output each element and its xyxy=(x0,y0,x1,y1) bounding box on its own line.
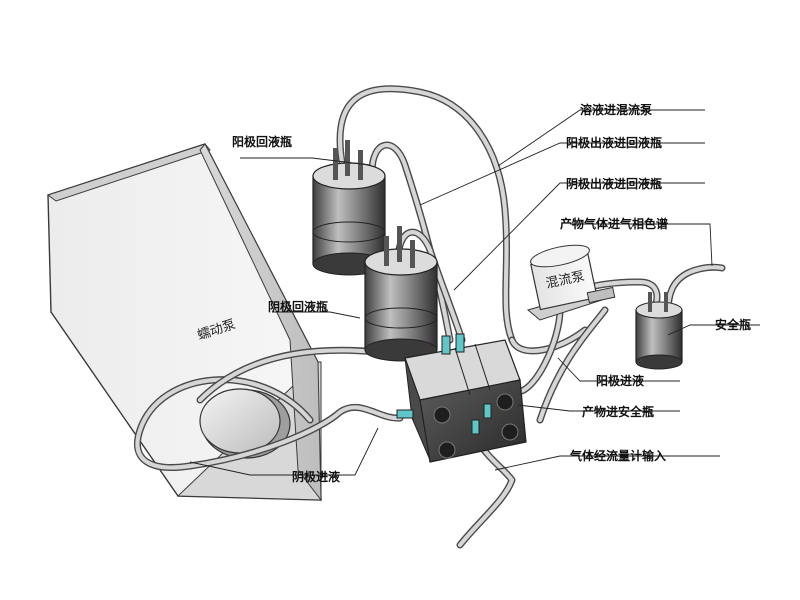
cell-bolt xyxy=(501,423,519,441)
label-anode-inlet: 阳极进液 xyxy=(596,373,644,388)
cell-bolt xyxy=(438,441,456,459)
leader-lines xyxy=(189,109,760,476)
electrolysis-cell-block xyxy=(396,333,527,463)
label-solution-to-pump: 溶液进混流泵 xyxy=(580,102,652,117)
label-product-to-safety: 产物进安全瓶 xyxy=(582,404,654,419)
peristaltic-pump: 蠕动泵 xyxy=(46,143,322,502)
label-gas-flowmeter-input: 气体经流量计输入 xyxy=(569,448,666,463)
label-anode-out-to-bottle: 阳极出液进回液瓶 xyxy=(566,135,662,150)
cell-bolt xyxy=(433,406,451,424)
label-cathode-out-to-bottle: 阴极出液进回液瓶 xyxy=(566,176,662,191)
label-cathode-return-bottle: 阴极回液瓶 xyxy=(268,299,328,314)
fitting xyxy=(441,335,451,355)
callout-labels: 溶液进混流泵 阳极出液进回液瓶 阳极回液瓶 阴极出液进回液瓶 产物气体进气相色谱… xyxy=(232,102,751,484)
fitting xyxy=(483,403,492,419)
fitting xyxy=(471,419,480,435)
label-cathode-inlet: 阴极进液 xyxy=(292,469,340,484)
cell-bolt xyxy=(496,393,514,411)
fitting xyxy=(396,409,414,419)
mixing-pump: 混流泵 xyxy=(526,244,616,321)
label-safety-bottle: 安全瓶 xyxy=(715,317,751,332)
label-anode-return-bottle: 阳极回液瓶 xyxy=(232,134,292,149)
fitting xyxy=(455,333,465,353)
anode-return-bottle xyxy=(312,140,386,276)
label-product-gas-to-gc: 产物气体进气相色谱 xyxy=(560,216,668,231)
safety-bottle xyxy=(635,292,683,370)
